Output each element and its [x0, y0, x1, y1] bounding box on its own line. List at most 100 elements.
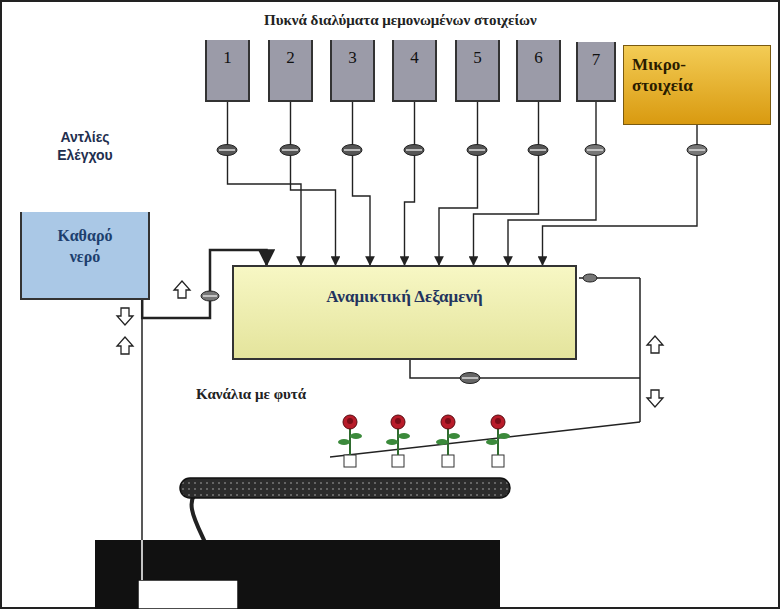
tank-label: Μικρο- στοιχεία	[632, 54, 742, 97]
plant	[338, 439, 350, 445]
control-pump	[587, 149, 603, 151]
reservoir	[95, 540, 500, 609]
plant	[350, 433, 362, 439]
control-pump	[687, 145, 707, 156]
pipe-connector	[405, 102, 415, 265]
plant	[486, 415, 510, 467]
pipe-connector	[353, 102, 371, 265]
control-pump	[583, 274, 597, 282]
flow-arrow	[647, 390, 663, 407]
concentrate-tank: 5	[455, 40, 500, 102]
flow-arrow	[647, 336, 663, 353]
plant	[343, 415, 357, 429]
control-pump	[404, 145, 424, 156]
control-pump	[203, 295, 217, 297]
control-pump	[585, 145, 605, 156]
control-pump	[460, 373, 480, 384]
plant	[442, 455, 454, 467]
pipe-connector	[543, 125, 698, 265]
control-pump	[201, 145, 707, 384]
tank-number: 2	[286, 48, 295, 68]
control-pump	[344, 149, 360, 151]
tank-label: Καθαρό νερό	[45, 226, 125, 268]
plant	[391, 415, 405, 429]
tank-label: Αναμικτική Δεξαμενή	[326, 287, 482, 307]
control-pump	[201, 291, 219, 301]
control-pump	[219, 149, 235, 151]
control-pump	[342, 145, 362, 156]
plant	[398, 433, 410, 439]
control-pump	[467, 145, 487, 156]
plant	[436, 439, 448, 445]
mixing-tank: Αναμικτική Δεξαμενή	[232, 265, 577, 360]
control-pump	[342, 145, 362, 156]
control-pump	[528, 145, 548, 156]
control-pump	[585, 145, 605, 156]
pipe	[141, 318, 143, 580]
plant	[347, 418, 353, 424]
plant	[445, 418, 451, 424]
control-pump	[467, 145, 487, 156]
concentrate-tank: 7	[576, 42, 616, 102]
flow-arrow	[174, 281, 190, 298]
pump-label: Αντλίες Ελέγχου	[40, 128, 130, 164]
plant	[498, 433, 510, 439]
pipe-connector	[474, 102, 539, 265]
diagram-title: Πυκνά διαλύματα μεμονωμένων στοιχείων	[264, 12, 537, 29]
control-pump	[280, 145, 300, 156]
plant	[338, 415, 510, 467]
tank-number: 7	[592, 50, 601, 70]
control-pump	[280, 145, 300, 156]
reservoir	[141, 540, 143, 580]
control-pump	[469, 149, 485, 151]
plant	[491, 415, 505, 429]
plant	[492, 455, 504, 467]
pipe-connector	[291, 102, 336, 265]
flow-arrow	[117, 308, 133, 325]
plant	[495, 418, 501, 424]
control-pump	[530, 149, 546, 151]
pipe-connector	[508, 102, 596, 265]
plant	[486, 439, 498, 445]
pipe-connector	[439, 102, 478, 265]
flow-arrow	[117, 337, 133, 354]
tank-number: 4	[410, 48, 419, 68]
plant	[448, 433, 460, 439]
reservoir	[95, 540, 500, 609]
tank-number: 5	[473, 48, 482, 68]
plant	[344, 455, 356, 467]
control-pump	[282, 149, 298, 151]
reservoir	[138, 580, 238, 609]
concentrate-tank: 1	[205, 40, 250, 102]
control-pump	[217, 145, 237, 156]
tank-number: 1	[223, 48, 232, 68]
control-pump	[406, 149, 422, 151]
plant	[395, 418, 401, 424]
concentrate-tank: 3	[330, 40, 375, 102]
channel-label: Κανάλια με φυτά	[196, 386, 306, 403]
pipe	[410, 360, 640, 378]
pipe	[330, 422, 640, 457]
plant	[386, 415, 410, 467]
pipe	[639, 278, 641, 422]
control-pump	[201, 291, 219, 301]
concentrate-tank: 2	[268, 40, 313, 102]
control-pump	[217, 145, 237, 156]
concentrate-tank: 4	[392, 40, 437, 102]
control-pump	[462, 377, 478, 379]
micronutrient-tank: Μικρο- στοιχεία	[623, 45, 771, 125]
tank-number: 3	[348, 48, 357, 68]
plant	[441, 415, 455, 429]
control-pump	[460, 373, 480, 384]
plant	[338, 415, 362, 467]
tank-number: 6	[534, 48, 543, 68]
concentrate-tank: 6	[516, 40, 561, 102]
plant	[392, 455, 404, 467]
water-tank: Καθαρό νερό	[20, 212, 150, 300]
control-pump	[687, 145, 707, 156]
control-pump	[404, 145, 424, 156]
plant	[436, 415, 460, 467]
